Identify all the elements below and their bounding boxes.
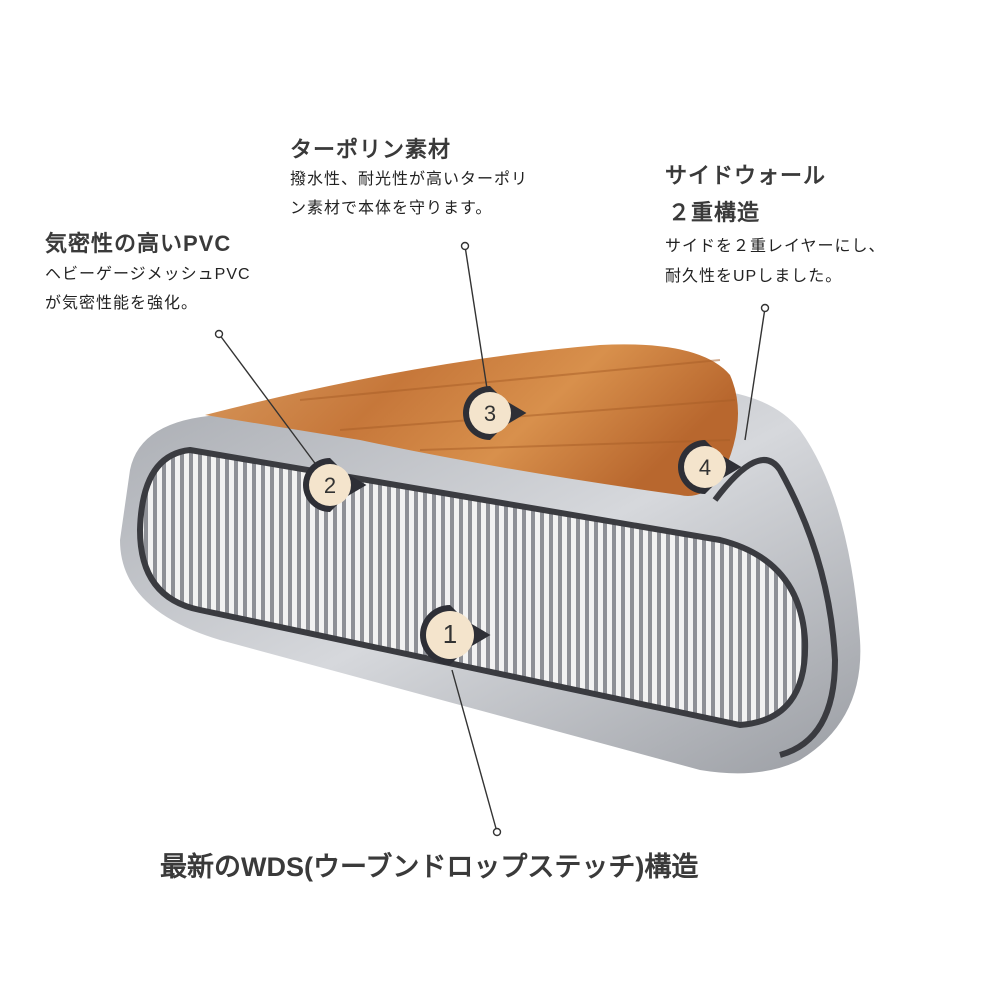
callout-4-title-2: ２重構造 xyxy=(668,200,761,225)
marker-number: 2 xyxy=(324,473,336,498)
callout-2-line-1: ヘビーゲージメッシュPVC xyxy=(45,266,251,283)
callout-4-line-2: 耐久性をUPしました。 xyxy=(665,268,843,285)
callout-2-title: 気密性の高いPVC xyxy=(45,231,232,256)
side-wall-layer xyxy=(712,457,839,758)
callout-3-line-2: ン素材で本体を守ります。 xyxy=(290,200,493,217)
leader-lines xyxy=(214,241,770,837)
marker-3: 3 xyxy=(463,386,527,440)
drop-stitch-core xyxy=(136,446,809,729)
marker-number: 4 xyxy=(699,455,711,480)
marker-1: 1 xyxy=(420,605,491,665)
callout-1-title: 最新のWDS(ウーブンドロップステッチ)構造 xyxy=(160,852,699,882)
callout-3-title: ターポリン素材 xyxy=(290,137,452,162)
callout-2-line-2: が気密性能を強化。 xyxy=(45,295,199,312)
callout-3-line-1: 撥水性、耐光性が高いターポリ xyxy=(290,171,529,188)
marker-number: 1 xyxy=(443,619,457,649)
callout-4-line-1: サイドを２重レイヤーにし、 xyxy=(665,238,886,255)
marker-4: 4 xyxy=(678,440,742,494)
marker-2: 2 xyxy=(303,458,367,512)
marker-number: 3 xyxy=(484,401,496,426)
callout-4-title-1: サイドウォール xyxy=(665,163,827,188)
